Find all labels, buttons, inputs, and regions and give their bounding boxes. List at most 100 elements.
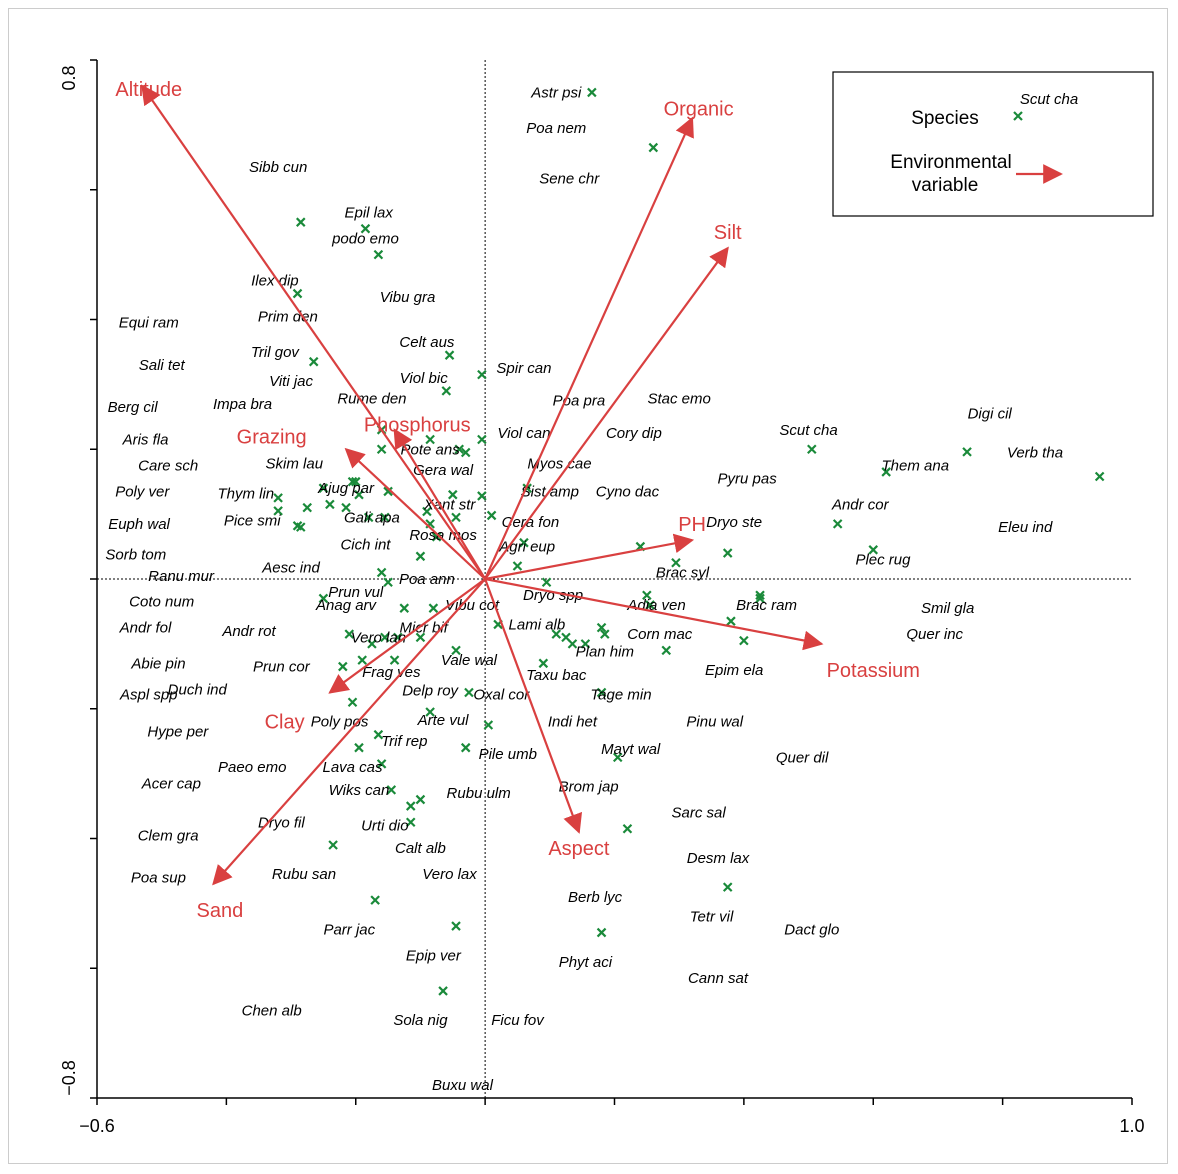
species-marker — [425, 434, 435, 445]
env-vector-label: Silt — [714, 222, 742, 244]
species-label: Phyt aci — [559, 954, 613, 971]
species-marker — [354, 742, 364, 753]
env-vector-arrow — [484, 116, 694, 580]
species-label: Pice smi — [224, 513, 281, 530]
species-marker — [648, 142, 659, 153]
species-marker — [596, 687, 607, 698]
species-label: Andr fol — [119, 620, 172, 637]
env-vector-label: Altitude — [115, 79, 182, 101]
species-marker — [360, 223, 371, 234]
species-label: Ranu mur — [148, 568, 215, 585]
species-label: Prun vul — [328, 584, 384, 601]
species-marker — [807, 444, 817, 455]
species-label: Lava cas — [322, 759, 383, 776]
species-marker — [645, 600, 655, 610]
species-label: Delp roy — [402, 683, 459, 700]
species-label: Myos cae — [527, 456, 591, 473]
species-marker — [389, 655, 400, 665]
species-marker — [399, 603, 410, 613]
species-label: Wiks can — [329, 782, 390, 799]
species-marker — [671, 558, 681, 568]
species-label: Epip ver — [406, 947, 462, 964]
species-label: Spir can — [496, 360, 551, 377]
species-label: Dryo spp — [523, 587, 583, 604]
species-label: Quer inc — [906, 626, 963, 643]
species-marker — [868, 545, 879, 555]
species-label: Cory dip — [606, 425, 662, 442]
species-marker — [596, 927, 607, 938]
species-marker — [328, 840, 338, 850]
species-marker — [415, 632, 426, 643]
species-marker — [367, 639, 377, 649]
species-label: Hype per — [147, 723, 209, 740]
species-marker — [405, 801, 416, 811]
species-label: Viol can — [497, 425, 550, 442]
species-label: Andr cor — [831, 496, 890, 513]
species-marker — [612, 752, 623, 763]
species-label: Coto num — [129, 594, 194, 611]
species-marker — [538, 658, 549, 669]
species-label: Tage min — [590, 686, 651, 703]
species-label: Parr jac — [323, 921, 375, 938]
species-label: Tril gov — [251, 344, 301, 361]
species-marker — [363, 512, 374, 523]
species-marker — [415, 794, 426, 805]
species-label: Poa ann — [399, 571, 455, 588]
species-marker — [438, 986, 448, 996]
species-label: Brom jap — [559, 779, 619, 796]
species-label: Aesc ind — [261, 559, 320, 576]
env-vector-label: Phosphorus — [364, 415, 471, 437]
species-marker — [600, 629, 610, 639]
species-marker — [376, 759, 387, 769]
species-marker — [373, 249, 384, 260]
species-label: Verb tha — [1007, 444, 1063, 461]
species-label: Berb lyc — [568, 889, 623, 906]
species-marker — [383, 577, 393, 588]
species-label: Sorb tom — [105, 546, 166, 563]
species-marker — [661, 645, 672, 656]
species-label: Cich int — [340, 537, 391, 554]
legend-species-sample: Scut cha — [1020, 91, 1078, 108]
species-marker — [460, 447, 471, 458]
species-label: Sali tet — [139, 357, 186, 374]
chart-frame — [8, 8, 1168, 1164]
species-label: Poa nem — [526, 120, 586, 137]
species-label: podo emo — [331, 230, 399, 247]
species-label: Andr rot — [221, 623, 276, 640]
species-label: Scut cha — [779, 422, 837, 439]
species-marker — [380, 632, 390, 643]
x-tick-label: 1.0 — [1119, 1116, 1144, 1136]
species-marker — [318, 593, 329, 604]
species-label: Pote ans — [401, 441, 461, 458]
species-label: Epim ela — [705, 662, 763, 679]
species-label: Stac emo — [648, 391, 711, 408]
species-label: Vale wal — [441, 652, 498, 669]
species-label: Smil gla — [921, 600, 974, 617]
species-label: Paeo emo — [218, 759, 286, 776]
env-vector-arrow — [212, 578, 486, 886]
species-label: Celt aus — [399, 334, 455, 351]
species-label: Poa sup — [131, 869, 186, 886]
env-vector-label: Potassium — [827, 660, 920, 682]
species-marker — [380, 512, 390, 523]
species-label: Oxal cor — [473, 686, 530, 703]
species-marker — [425, 707, 435, 717]
species-label: Plec rug — [855, 552, 911, 569]
species-marker — [350, 476, 361, 487]
env-vector-label: PH — [678, 514, 706, 536]
legend-env-label-2: variable — [912, 175, 979, 196]
species-label: Care sch — [138, 457, 198, 474]
species-marker — [722, 548, 733, 558]
species-marker — [483, 720, 494, 730]
species-label: Vero lan — [351, 629, 406, 646]
env-vector-label: Organic — [664, 99, 734, 121]
species-marker — [347, 697, 358, 708]
species-marker — [962, 447, 972, 457]
species-label: Abie pin — [130, 655, 185, 672]
species-label: Agri eup — [498, 539, 555, 556]
species-marker — [722, 882, 733, 892]
species-marker — [376, 567, 387, 578]
legend-env-label: Environmental — [890, 152, 1011, 173]
species-label: Rubu san — [272, 866, 336, 883]
